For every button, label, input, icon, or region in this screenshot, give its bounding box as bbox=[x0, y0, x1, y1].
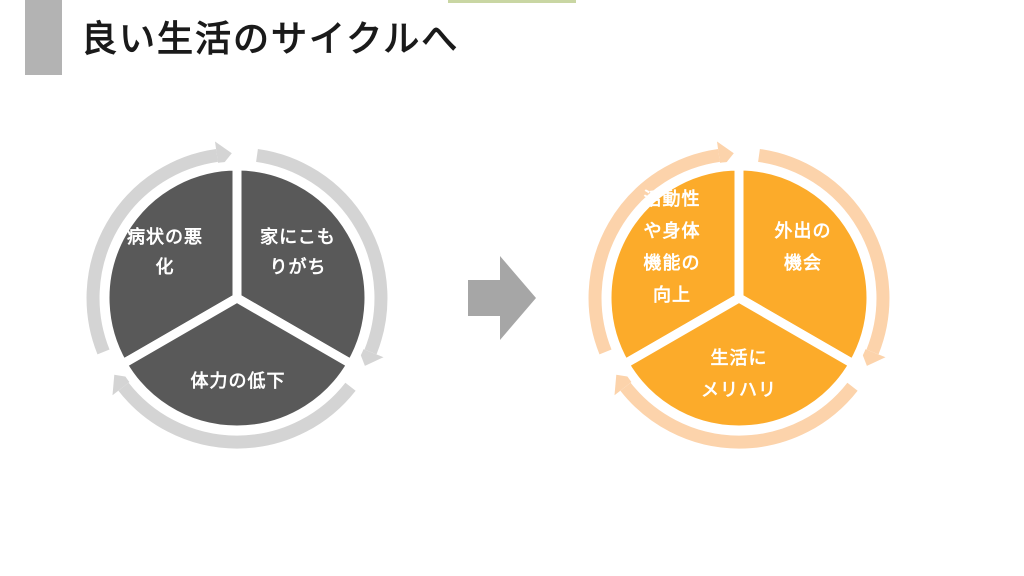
right-segment-label-top-left: 活動性や身体機能の向上 bbox=[644, 188, 701, 306]
left-segment-label-line: りがち bbox=[270, 256, 327, 278]
right-segment-label-line: 機能の bbox=[644, 252, 701, 274]
right-segment-label-line: や身体 bbox=[644, 220, 701, 242]
left-segment-label-line: 家にこも bbox=[260, 226, 336, 248]
right-cycle-arrow-2 bbox=[620, 382, 858, 449]
left-cycle-arrow-1 bbox=[256, 148, 388, 355]
title-accent-bar bbox=[25, 0, 62, 75]
right-cycle-arrow-1 bbox=[758, 148, 890, 355]
left-segment-label-line: 病状の悪 bbox=[127, 226, 203, 248]
right-segment-label-line: メリハリ bbox=[701, 380, 777, 401]
left-segment-label-top-right: 家にこもりがち bbox=[260, 226, 336, 278]
left-segment-3 bbox=[118, 293, 356, 435]
right-segment-label-bottom: 生活にメリハリ bbox=[701, 347, 777, 401]
right-segment-label-top-right: 外出の機会 bbox=[775, 220, 832, 274]
right-segment-3 bbox=[620, 293, 858, 435]
right-cycle-arrowhead-3 bbox=[717, 141, 734, 170]
top-accent-line bbox=[448, 0, 576, 3]
right-segment-label-line: 機会 bbox=[784, 252, 822, 274]
right-cycle-arrow-3 bbox=[588, 148, 720, 355]
left-cycle-arrowhead-3 bbox=[215, 141, 232, 170]
right-arrow-icon bbox=[468, 256, 536, 340]
right-segment-label-line: 外出の bbox=[775, 220, 832, 242]
right-cycle-arrowhead-1 bbox=[859, 346, 886, 366]
left-segment-label-top-left: 病状の悪化 bbox=[127, 226, 203, 278]
left-cycle-arrowhead-1 bbox=[357, 346, 384, 366]
left-segment-label-bottom: 体力の低下 bbox=[191, 370, 286, 392]
left-cycle-arrow-3 bbox=[86, 148, 218, 355]
left-segment-label-line: 体力の低下 bbox=[191, 370, 286, 392]
left-segment-label-line: 化 bbox=[156, 256, 175, 278]
right-segment-label-line: 生活に bbox=[711, 347, 768, 369]
right-segment-label-line: 向上 bbox=[653, 284, 691, 306]
page-title: 良い生活のサイクルへ bbox=[81, 19, 460, 60]
left-cycle-arrow-2 bbox=[118, 382, 356, 449]
right-segment-label-line: 活動性 bbox=[644, 188, 701, 210]
